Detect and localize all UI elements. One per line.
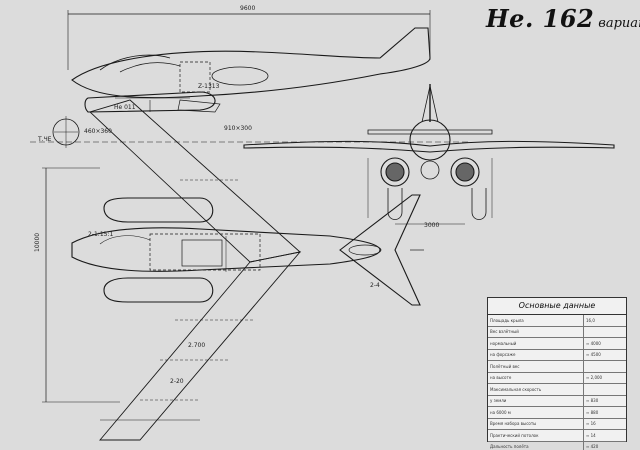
spec-row: у земли ≈ 830 [488, 395, 626, 407]
spec-row: Практический потолок ≈ 14 [488, 430, 626, 442]
spec-row-value: ≈ 420 [583, 441, 626, 450]
label-z: Z-1313 [198, 83, 220, 90]
spec-row-value: ≈ 14 [583, 430, 626, 441]
spec-heading: Основные данные [488, 298, 626, 315]
spec-row: на 6000 м ≈ 880 [488, 407, 626, 419]
spec-row-label: Полётный вес [490, 363, 520, 369]
spec-row-value [583, 384, 626, 395]
spec-row-value: ≈ 2,000 [583, 372, 626, 383]
label-he: He 011 [114, 104, 136, 111]
spec-row: Время набора высоты ≈ 16 [488, 418, 626, 430]
spec-row-label: Площадь крыла [490, 317, 524, 323]
dim-span-top: 9600 [240, 5, 256, 12]
drawing-title: He. 162вариант 2 [486, 4, 640, 33]
dim-prop-box: 460×360 [84, 128, 112, 135]
spec-row-value: ≈ 830 [583, 395, 626, 406]
spec-row-value [583, 326, 626, 337]
spec-row-value: ≈ 880 [583, 407, 626, 418]
spec-row-value [583, 361, 626, 372]
spec-row-value: ≈ 4500 [583, 349, 626, 360]
spec-row-label: на форсаже [490, 352, 516, 358]
spec-row-label: на 6000 м [490, 409, 511, 415]
spec-row-value: ≈ 4000 [583, 338, 626, 349]
spec-row: нормальный ≈ 4000 [488, 338, 626, 350]
label-t: Т.ЧЕ [38, 136, 52, 143]
spec-row: Вес взлётный [488, 326, 626, 338]
dim-length-left: 10000 [34, 232, 41, 252]
spec-row: Площадь крыла 16,0 [488, 315, 626, 327]
label-tail: 2-4 [370, 282, 380, 289]
label-wing-1: 2.700 [188, 342, 206, 349]
spec-row: на форсаже ≈ 4500 [488, 349, 626, 361]
spec-row-value: ≈ 16 [583, 418, 626, 429]
spec-row-label: у земли [490, 398, 507, 404]
spec-row-label: Вес взлётный [490, 329, 519, 335]
spec-row-label: Практический потолок [490, 432, 539, 438]
spec-row: Максимальная скорость [488, 384, 626, 396]
dim-prop-box-2: 910×300 [224, 125, 252, 132]
dim-front-width: 3000 [424, 222, 440, 229]
title-sub: вариант 2 [598, 16, 640, 31]
spec-row: Дальность полёта ≈ 420 [488, 441, 626, 450]
spec-row-value: 16,0 [583, 315, 626, 326]
label-root: 2-1:15:1 [88, 231, 114, 238]
spec-row-label: нормальный [490, 340, 517, 346]
spec-row-label: Дальность полёта [490, 444, 529, 450]
spec-row: Полётный вес [488, 361, 626, 373]
spec-row-label: Время набора высоты [490, 421, 537, 427]
spec-row: на высоте ≈ 2,000 [488, 372, 626, 384]
label-wing-2: 2-20 [170, 378, 184, 385]
spec-row-label: на высоте [490, 375, 512, 381]
spec-row-label: Максимальная скорость [490, 386, 542, 392]
title-main: He. 162 [486, 4, 595, 33]
